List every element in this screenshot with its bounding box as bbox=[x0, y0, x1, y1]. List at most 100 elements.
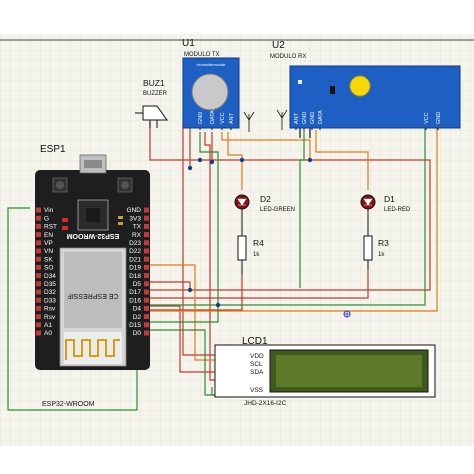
esp-right-pin-label: D22 bbox=[129, 248, 141, 255]
module-pin-label: ANT bbox=[229, 112, 235, 124]
buzzer-icon bbox=[142, 105, 168, 121]
esp-module-label: CE ESPRESSIF bbox=[68, 292, 119, 299]
esp-right-pin-dot bbox=[144, 256, 149, 262]
esp-right-pin-label: D2 bbox=[133, 314, 142, 321]
esp-left-pin-label: SK bbox=[44, 256, 53, 263]
esp-right-pin-label: D21 bbox=[129, 256, 141, 263]
esp-right-pin-label: GND bbox=[127, 207, 142, 214]
esp-left-pin-dot bbox=[36, 314, 41, 320]
esp-left-pin-dot bbox=[36, 322, 41, 328]
lcd-pin-label: VDD bbox=[250, 353, 264, 360]
esp-right-pin-label: 3V3 bbox=[129, 215, 141, 222]
esp-left-pin-label: Rsv bbox=[44, 306, 56, 313]
resistor-r3-icon bbox=[363, 235, 373, 261]
esp32-module[interactable]: ESP32-WROOM CE ESPRESSIF VinGRSTENVPVNSK… bbox=[35, 154, 150, 370]
esp-left-pin-dot bbox=[36, 248, 41, 254]
esp-left-pin-dot bbox=[36, 289, 41, 295]
esp-left-pin-label: Vin bbox=[44, 207, 54, 214]
r3-value: 1k bbox=[378, 252, 385, 258]
buzzer-ref: BUZ1 bbox=[143, 78, 165, 88]
u1-ref: U1 bbox=[182, 38, 195, 49]
esp-left-pin-dot bbox=[36, 305, 41, 311]
esp-right-pin-dot bbox=[144, 330, 149, 336]
module-pin-label: VCC bbox=[220, 112, 226, 124]
rx-antenna-icon bbox=[276, 109, 288, 130]
esp-left-pin-label: SO bbox=[44, 265, 53, 272]
esp-left-pin-dot bbox=[36, 264, 41, 270]
esp-left-pin-dot bbox=[36, 330, 41, 336]
esp-left-pin-label: A1 bbox=[44, 322, 52, 329]
esp-left-pin-dot bbox=[36, 223, 41, 229]
esp-left-pin-label: Rsv bbox=[44, 314, 56, 321]
esp-right-pin-dot bbox=[144, 281, 149, 287]
r4-ref: R4 bbox=[253, 238, 264, 248]
u2-name: MODULO RX bbox=[270, 54, 306, 60]
esp-name: ESP32-WROOM bbox=[42, 401, 95, 408]
esp-left-pin-label: D32 bbox=[44, 289, 56, 296]
resistor-r4[interactable] bbox=[237, 235, 247, 275]
esp-right-pin-label: TX bbox=[133, 224, 142, 231]
lcd-pin-label: SDA bbox=[250, 369, 264, 376]
lcd-pin-label: VSS bbox=[250, 387, 264, 394]
tx-board-text: rfcontrollermodule bbox=[197, 63, 226, 67]
esp-right-pin-label: D18 bbox=[129, 273, 141, 280]
esp-left-pin-dot bbox=[36, 297, 41, 303]
esp-left-pin-dot bbox=[36, 232, 41, 238]
esp-left-pin-dot bbox=[36, 215, 41, 221]
led-red-component[interactable] bbox=[360, 194, 376, 236]
esp-right-pin-dot bbox=[144, 223, 149, 229]
module-pin-label: GND bbox=[302, 112, 308, 124]
esp-right-pin-dot bbox=[144, 207, 149, 213]
esp-right-pin-label: D23 bbox=[129, 240, 141, 247]
d1-ref: D1 bbox=[384, 194, 395, 204]
esp-right-pin-dot bbox=[144, 240, 149, 246]
module-pin-label: DATA bbox=[210, 110, 216, 124]
d2-ref: D2 bbox=[260, 194, 271, 204]
led-green-component[interactable] bbox=[234, 194, 250, 236]
esp-left-pin-label: G bbox=[44, 215, 49, 222]
esp-left-pin-label: EN bbox=[44, 232, 53, 239]
buzzer-name: BUZZER bbox=[143, 91, 168, 97]
buzzer-component[interactable] bbox=[135, 105, 168, 128]
esp-right-pin-label: D17 bbox=[129, 289, 141, 296]
esp-right-pin-label: RX bbox=[132, 232, 142, 239]
lcd-ref: LCD1 bbox=[242, 336, 268, 347]
esp-left-pin-label: A0 bbox=[44, 330, 52, 337]
wires bbox=[0, 39, 474, 411]
lcd-pin-label: SCL bbox=[250, 361, 263, 368]
u1-name: MODULO TX bbox=[184, 52, 220, 58]
esp-right-pin-dot bbox=[144, 215, 149, 221]
module-pin-label: VCC bbox=[424, 112, 430, 124]
module-pin-label: GND bbox=[198, 112, 204, 124]
tx-antenna-icon bbox=[243, 111, 255, 132]
module-pin-label: GND bbox=[436, 112, 442, 124]
esp-right-pin-dot bbox=[144, 273, 149, 279]
r3-ref: R3 bbox=[378, 238, 389, 248]
power-led-icon bbox=[62, 218, 68, 222]
d1-name: LED-RED bbox=[384, 207, 411, 213]
lcd-name: JHD-2X16-I2C bbox=[244, 400, 287, 407]
esp-left-pin-label: RST bbox=[44, 224, 57, 231]
esp-left-pin-label: D33 bbox=[44, 297, 56, 304]
esp-left-pin-label: D35 bbox=[44, 281, 56, 288]
esp-left-pin-label: VP bbox=[44, 240, 53, 247]
esp-right-pin-dot bbox=[144, 314, 149, 320]
module-pin-label: GND bbox=[310, 112, 316, 124]
esp-right-pin-label: D4 bbox=[133, 306, 142, 313]
esp-right-pin-dot bbox=[144, 305, 149, 311]
resistor-r3[interactable] bbox=[363, 235, 373, 270]
wire-crossing-marker bbox=[343, 310, 351, 318]
esp-right-pin-dot bbox=[144, 248, 149, 254]
esp-right-pin-label: D5 bbox=[133, 281, 142, 288]
esp-right-pin-dot bbox=[144, 289, 149, 295]
antenna-trace-icon bbox=[65, 339, 120, 360]
esp-right-pin-dot bbox=[144, 297, 149, 303]
esp-chip-label: ESP32-WROOM bbox=[67, 232, 120, 239]
esp-right-pin-label: D16 bbox=[129, 297, 141, 304]
esp-right-pin-label: D19 bbox=[129, 265, 141, 272]
